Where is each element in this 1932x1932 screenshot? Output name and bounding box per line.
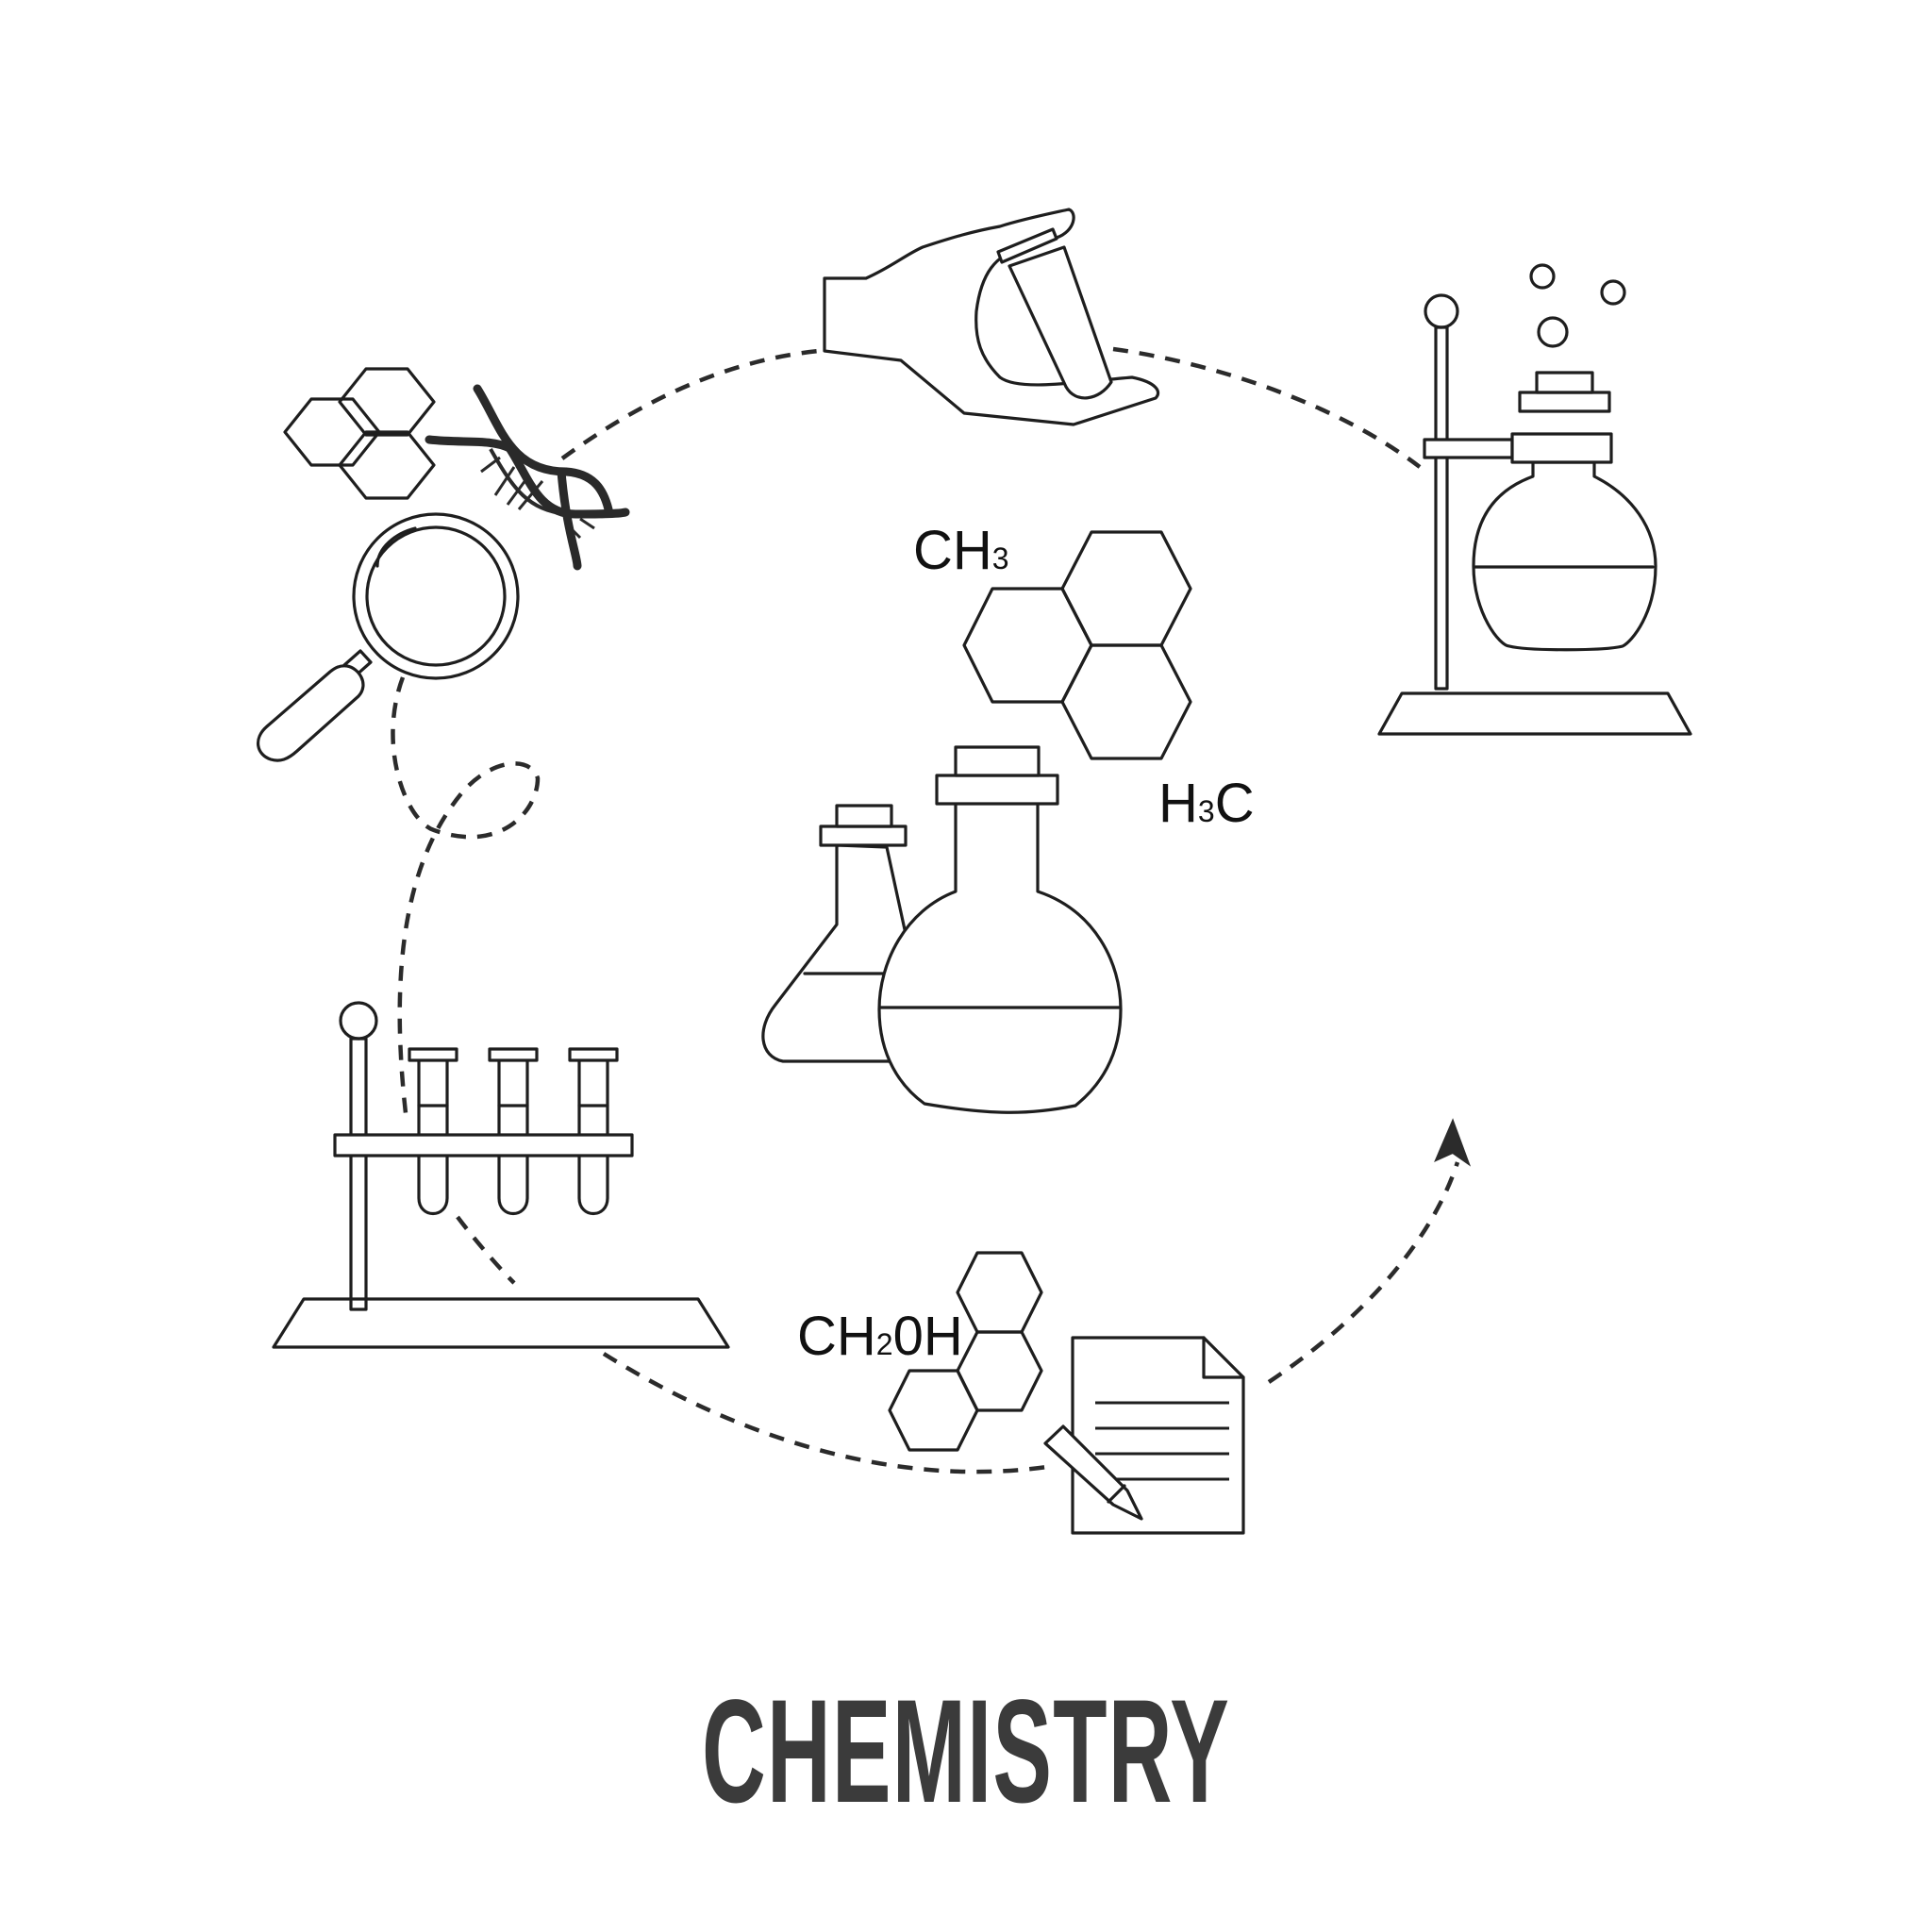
formula-ch3: CH3 xyxy=(913,520,1009,581)
lens-outer xyxy=(352,512,520,680)
dashed-path-rack-to-document xyxy=(602,1352,1048,1474)
stand-clamp xyxy=(1423,438,1514,459)
dashed-path-dna-to-hand xyxy=(560,348,820,460)
flask-neck-collar xyxy=(1510,432,1613,464)
dna-helix-icon xyxy=(425,384,630,571)
stand-knob xyxy=(1424,293,1459,329)
test-tube-rim xyxy=(996,227,1058,264)
arrowhead-icon xyxy=(1434,1118,1472,1167)
flask-stopper-top xyxy=(1535,371,1594,394)
flask-on-stand-icon xyxy=(1377,263,1692,736)
document-pencil-icon xyxy=(1043,1336,1245,1535)
hand-holding-test-tube-icon xyxy=(823,208,1160,426)
page-title: CHEMISTRY xyxy=(702,1670,1230,1834)
rack-shelf xyxy=(333,1133,634,1158)
formula-ch2oh: CH20H xyxy=(797,1306,963,1367)
formula-h3c: H3C xyxy=(1158,773,1255,834)
pencil xyxy=(1043,1424,1143,1521)
test-tube-in-hand xyxy=(1008,245,1113,400)
rack-base xyxy=(272,1297,730,1349)
test-tubes xyxy=(408,1047,619,1215)
document-fold xyxy=(1202,1336,1245,1379)
bottom-molecule-icon xyxy=(888,1251,1043,1452)
bubble-large xyxy=(1537,316,1569,348)
lab-flasks-icon xyxy=(761,745,1123,1114)
bubble-small-2 xyxy=(1600,279,1626,306)
document-sheet xyxy=(1071,1336,1245,1535)
stand-base xyxy=(1377,691,1692,736)
rack-knob xyxy=(339,1001,378,1041)
dashed-path-hand-to-stand xyxy=(1112,346,1422,469)
erlenmeyer-collar xyxy=(819,824,908,847)
round-flask-collar xyxy=(935,774,1059,806)
flask-stopper-lower xyxy=(1518,391,1611,413)
hexagon-molecule-icon xyxy=(283,367,436,500)
magnifier-handle xyxy=(257,664,365,762)
rack-rod xyxy=(349,1037,368,1311)
round-flask xyxy=(1472,460,1657,652)
dashed-path-loop xyxy=(391,676,541,1114)
dashed-path-rack-tail xyxy=(456,1215,516,1285)
hand-outline xyxy=(823,208,1160,426)
cycle-connectors xyxy=(391,346,1472,1474)
round-flask-stopper xyxy=(954,745,1041,777)
lens-inner xyxy=(365,525,507,667)
round-bottom-flask xyxy=(877,783,1123,1114)
erlenmeyer-stopper xyxy=(835,804,893,828)
bubble-small-1 xyxy=(1529,263,1556,290)
test-tube-rack-icon xyxy=(272,1001,730,1349)
magnifying-glass-icon xyxy=(257,512,520,762)
stand-rod xyxy=(1434,325,1449,691)
dashed-path-document-to-arrow xyxy=(1267,1161,1460,1384)
center-molecule-icon xyxy=(962,530,1192,760)
